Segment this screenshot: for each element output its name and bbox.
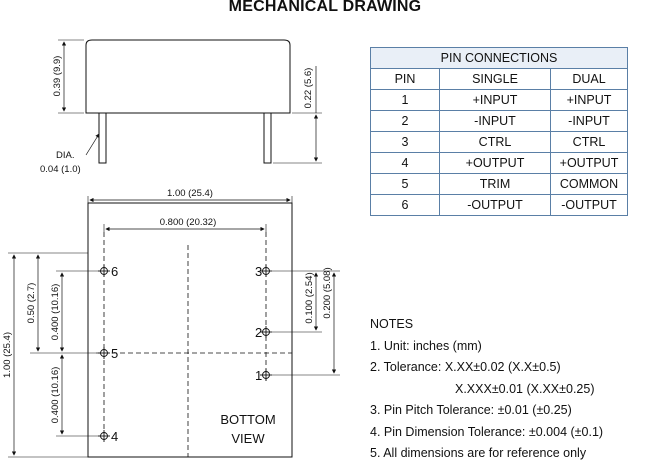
pin-4-marker xyxy=(98,430,110,442)
single-cell: CTRL xyxy=(439,131,551,153)
dual-cell: +INPUT xyxy=(550,89,628,111)
right-pitch-2-label: 0.200 (5.08) xyxy=(322,267,333,318)
notes-heading: NOTES xyxy=(370,317,414,331)
pin-connections-table: PIN CONNECTIONS PIN SINGLE DUAL 1 +INPUT… xyxy=(370,47,628,216)
pin-cell: 1 xyxy=(370,89,440,111)
dual-cell: +OUTPUT xyxy=(550,152,628,174)
pin-cell: 5 xyxy=(370,173,440,195)
pin-1-marker xyxy=(260,369,272,381)
table-row: 4 +OUTPUT +OUTPUT xyxy=(370,152,628,174)
page-title: MECHANICAL DRAWING xyxy=(228,0,422,15)
pin-4-number: 4 xyxy=(111,429,118,444)
pin-2-marker xyxy=(260,326,272,338)
bottom-height-label: 1.00 (25.4) xyxy=(2,332,13,378)
bottom-view-label-line-2: VIEW xyxy=(231,431,265,446)
single-cell: -INPUT xyxy=(439,110,551,132)
dia-label: DIA. xyxy=(56,150,74,161)
side-height-label: 0.39 (9.9) xyxy=(52,56,63,97)
side-pin-right xyxy=(263,112,272,164)
single-cell: TRIM xyxy=(439,173,551,195)
side-view xyxy=(58,39,322,164)
table-row: 2 -INPUT -INPUT xyxy=(370,110,628,132)
table-row: 5 TRIM COMMON xyxy=(370,173,628,195)
bottom-pitch-label: 0.800 (20.32) xyxy=(160,217,217,228)
table-caption: PIN CONNECTIONS xyxy=(370,47,628,69)
notes-section: NOTES 1. Unit: inches (mm) 2. Tolerance:… xyxy=(370,314,603,465)
pin-5-number: 5 xyxy=(111,346,118,361)
table-header-row: PIN SINGLE DUAL xyxy=(370,68,628,90)
module-body-outline xyxy=(85,39,291,114)
dual-cell: -OUTPUT xyxy=(550,194,628,216)
pin-6-marker xyxy=(98,265,110,277)
table-row: 1 +INPUT +INPUT xyxy=(370,89,628,111)
note-item: 4. Pin Dimension Tolerance: ±0.004 (±0.1… xyxy=(370,424,604,439)
pin-5-marker xyxy=(98,347,110,359)
bottom-view-label-line-1: BOTTOM xyxy=(220,412,275,427)
note-item: 5. All dimensions are for reference only xyxy=(370,446,587,460)
bottom-width-label: 1.00 (25.4) xyxy=(167,188,213,199)
note-item-continuation: X.XXX±0.01 (X.XX±0.25) xyxy=(455,381,595,396)
pin-2-number: 2 xyxy=(255,325,262,340)
table-row: 6 -OUTPUT -OUTPUT xyxy=(370,194,628,216)
table-row: 3 CTRL CTRL xyxy=(370,131,628,153)
column-header-pin: PIN xyxy=(370,68,440,90)
pin-cell: 6 xyxy=(370,194,440,216)
pin-6-number: 6 xyxy=(111,264,118,279)
note-item: 3. Pin Pitch Tolerance: ±0.01 (±0.25) xyxy=(370,403,572,417)
pin-cell: 2 xyxy=(370,110,440,132)
dia-value-label: 0.04 (1.0) xyxy=(40,164,81,175)
side-pin-left xyxy=(98,112,107,164)
bottom-outline xyxy=(87,202,293,458)
side-pin-length-label: 0.22 (5.6) xyxy=(303,68,314,109)
left-pitch-lower-label: 0.400 (10.16) xyxy=(50,367,61,424)
pin-3-number: 3 xyxy=(255,264,262,279)
pin-1-number: 1 xyxy=(255,368,262,383)
dual-cell: CTRL xyxy=(550,131,628,153)
left-upper-label: 0.50 (2.7) xyxy=(26,283,37,324)
right-pitch-1-label: 0.100 (2.54) xyxy=(304,272,315,323)
dia-leader-line xyxy=(85,133,100,156)
single-cell: +INPUT xyxy=(439,89,551,111)
left-pitch-upper-label: 0.400 (10.16) xyxy=(50,284,61,341)
column-header-single: SINGLE xyxy=(439,68,551,90)
table-caption-row: PIN CONNECTIONS xyxy=(370,47,628,69)
pin-cell: 3 xyxy=(370,131,440,153)
dual-cell: COMMON xyxy=(550,173,628,195)
single-cell: +OUTPUT xyxy=(439,152,551,174)
pin-cell: 4 xyxy=(370,152,440,174)
dual-cell: -INPUT xyxy=(550,110,628,132)
single-cell: -OUTPUT xyxy=(439,194,551,216)
bottom-view xyxy=(8,196,340,458)
note-item: 2. Tolerance: X.XX±0.02 (X.X±0.5) xyxy=(370,360,561,374)
column-header-dual: DUAL xyxy=(550,68,628,90)
pin-3-marker xyxy=(260,265,272,277)
note-item: 1. Unit: inches (mm) xyxy=(370,338,482,353)
